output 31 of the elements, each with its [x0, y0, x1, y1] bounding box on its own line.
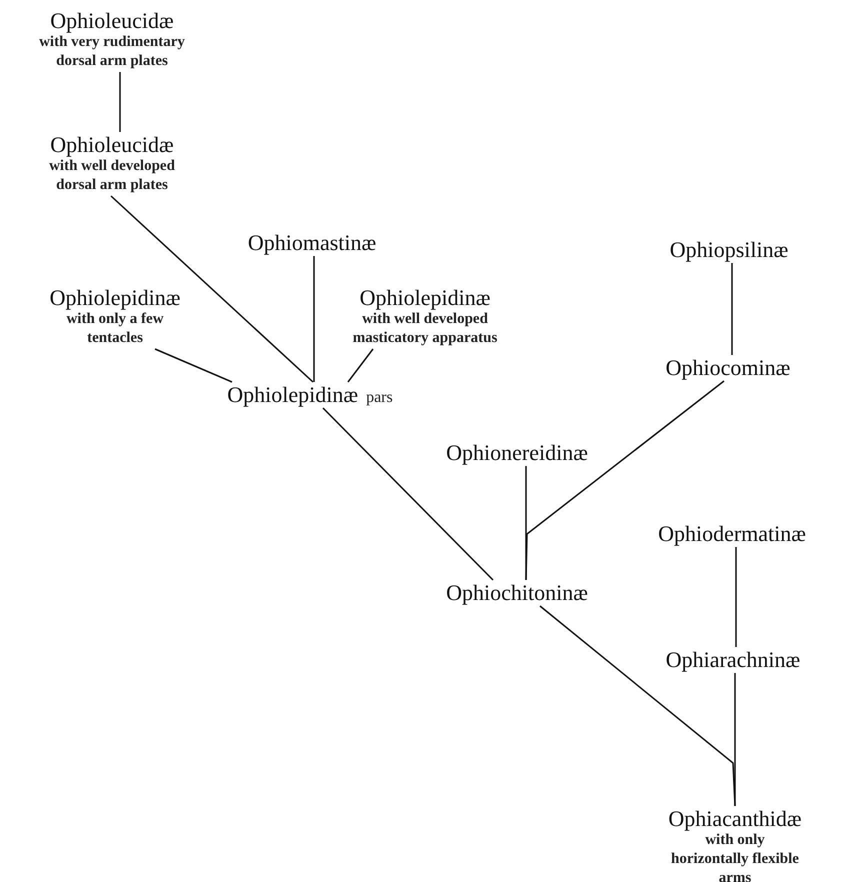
branch-line: [154, 348, 232, 383]
branch-line: [731, 263, 733, 355]
taxon-name: Ophiodermatinæ: [658, 522, 806, 546]
taxon-note: with only horizontally flexible arms: [670, 831, 800, 882]
taxon-name: Ophiacanthidæ: [668, 807, 802, 831]
taxon-name: Ophiopsilinæ: [670, 238, 788, 262]
taxon-note: with very rudimentary dorsal arm plates: [38, 33, 186, 71]
branch-line: [347, 348, 374, 382]
taxon-note: with well developed masticatory apparatus: [352, 310, 498, 348]
taxon-name: Ophionereidinæ: [446, 441, 588, 465]
branch-line: [735, 547, 737, 647]
branch-line: [322, 407, 494, 581]
taxon-name: Ophiolepidinæ: [360, 286, 490, 310]
taxon-name: Ophioleucidæ: [50, 133, 174, 157]
branch-line: [119, 72, 121, 132]
branch-line: [540, 605, 736, 806]
branch-line: [525, 380, 724, 580]
taxon-note: with well developed dorsal arm plates: [48, 157, 176, 195]
taxon-name: Ophiolepidinæ: [227, 383, 358, 407]
taxon-name: Ophiolepidinæ: [50, 286, 180, 310]
branch-line: [313, 256, 315, 382]
branch-line: [110, 195, 314, 383]
taxon-note: with only a few tentacles: [65, 310, 165, 348]
taxon-name: Ophiochitoninæ: [446, 581, 588, 605]
branch-line: [525, 466, 527, 580]
branch-line: [734, 673, 736, 806]
taxon-name: Ophiarachninæ: [666, 648, 800, 672]
taxon-name: Ophiocominæ: [666, 356, 790, 380]
taxon-name: Ophioleucidæ: [50, 9, 174, 33]
taxon-name: Ophiomastinæ: [248, 231, 376, 255]
taxon-note: pars: [366, 388, 393, 407]
